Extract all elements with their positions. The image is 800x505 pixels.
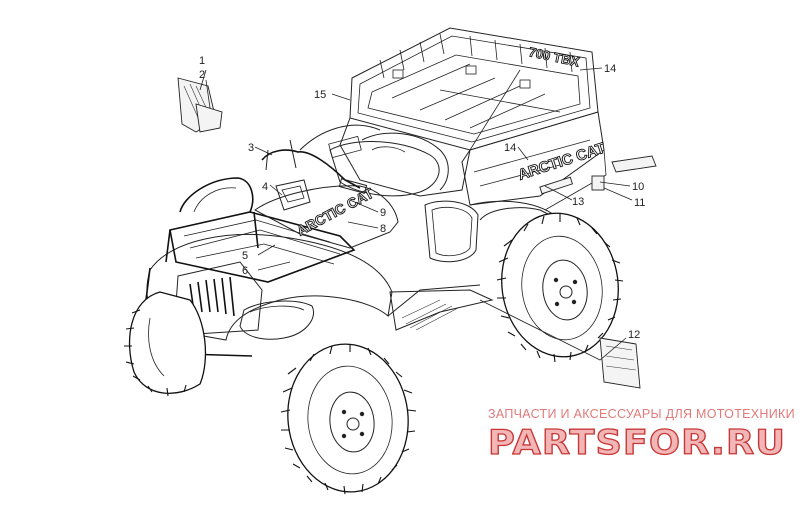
watermark: ЗАПЧАСТИ И АКСЕССУАРЫ ДЛЯ МОТОТЕХНИКИ PA… bbox=[487, 407, 795, 464]
side-panel bbox=[424, 200, 479, 263]
callout-14-top: 14 bbox=[604, 63, 616, 75]
callout-11: 11 bbox=[634, 197, 645, 209]
instrument-pod bbox=[275, 179, 311, 211]
decal-sheet-12 bbox=[599, 337, 641, 389]
callout-10: 10 bbox=[632, 181, 644, 193]
callout-6: 6 bbox=[242, 265, 248, 277]
front-rack bbox=[165, 177, 356, 283]
decal-sheet-1-2 bbox=[177, 77, 223, 133]
rear-wheel bbox=[496, 212, 624, 363]
callout-13: 13 bbox=[572, 196, 584, 208]
callout-15: 15 bbox=[314, 89, 326, 101]
callout-8: 8 bbox=[380, 223, 386, 235]
small-decal-13 bbox=[539, 176, 574, 195]
front-wheel-near bbox=[280, 343, 417, 495]
callout-9: 9 bbox=[380, 207, 386, 219]
seat bbox=[329, 141, 440, 197]
callout-2: 2 bbox=[199, 69, 205, 81]
handlebar bbox=[261, 149, 361, 189]
model-decal-top: 700 TBX bbox=[527, 44, 582, 70]
callout-5: 5 bbox=[242, 250, 248, 262]
leader-lines bbox=[199, 67, 633, 361]
hand-grip bbox=[338, 178, 368, 194]
watermark-tagline: ЗАПЧАСТИ И АКСЕССУАРЫ ДЛЯ МОТОТЕХНИКИ bbox=[488, 407, 795, 421]
callout-numbers: 1 2 3 4 5 6 8 9 10 11 12 13 14 14 15 bbox=[199, 55, 645, 341]
hood bbox=[254, 185, 399, 249]
callout-14-side: 14 bbox=[504, 142, 516, 154]
headlight bbox=[239, 300, 314, 340]
callout-3: 3 bbox=[248, 142, 254, 154]
model-decal-text: 700 TBX bbox=[527, 44, 581, 69]
decal-strips-10-11 bbox=[591, 155, 657, 191]
callout-1: 1 bbox=[199, 55, 205, 67]
footrest bbox=[389, 289, 494, 331]
callout-4: 4 bbox=[262, 181, 268, 193]
front-wheel-far bbox=[124, 291, 207, 397]
grille bbox=[189, 276, 235, 317]
watermark-site: PARTSFOR.RU bbox=[488, 423, 786, 463]
cargo-bed bbox=[349, 27, 607, 211]
callout-12: 12 bbox=[628, 329, 640, 341]
